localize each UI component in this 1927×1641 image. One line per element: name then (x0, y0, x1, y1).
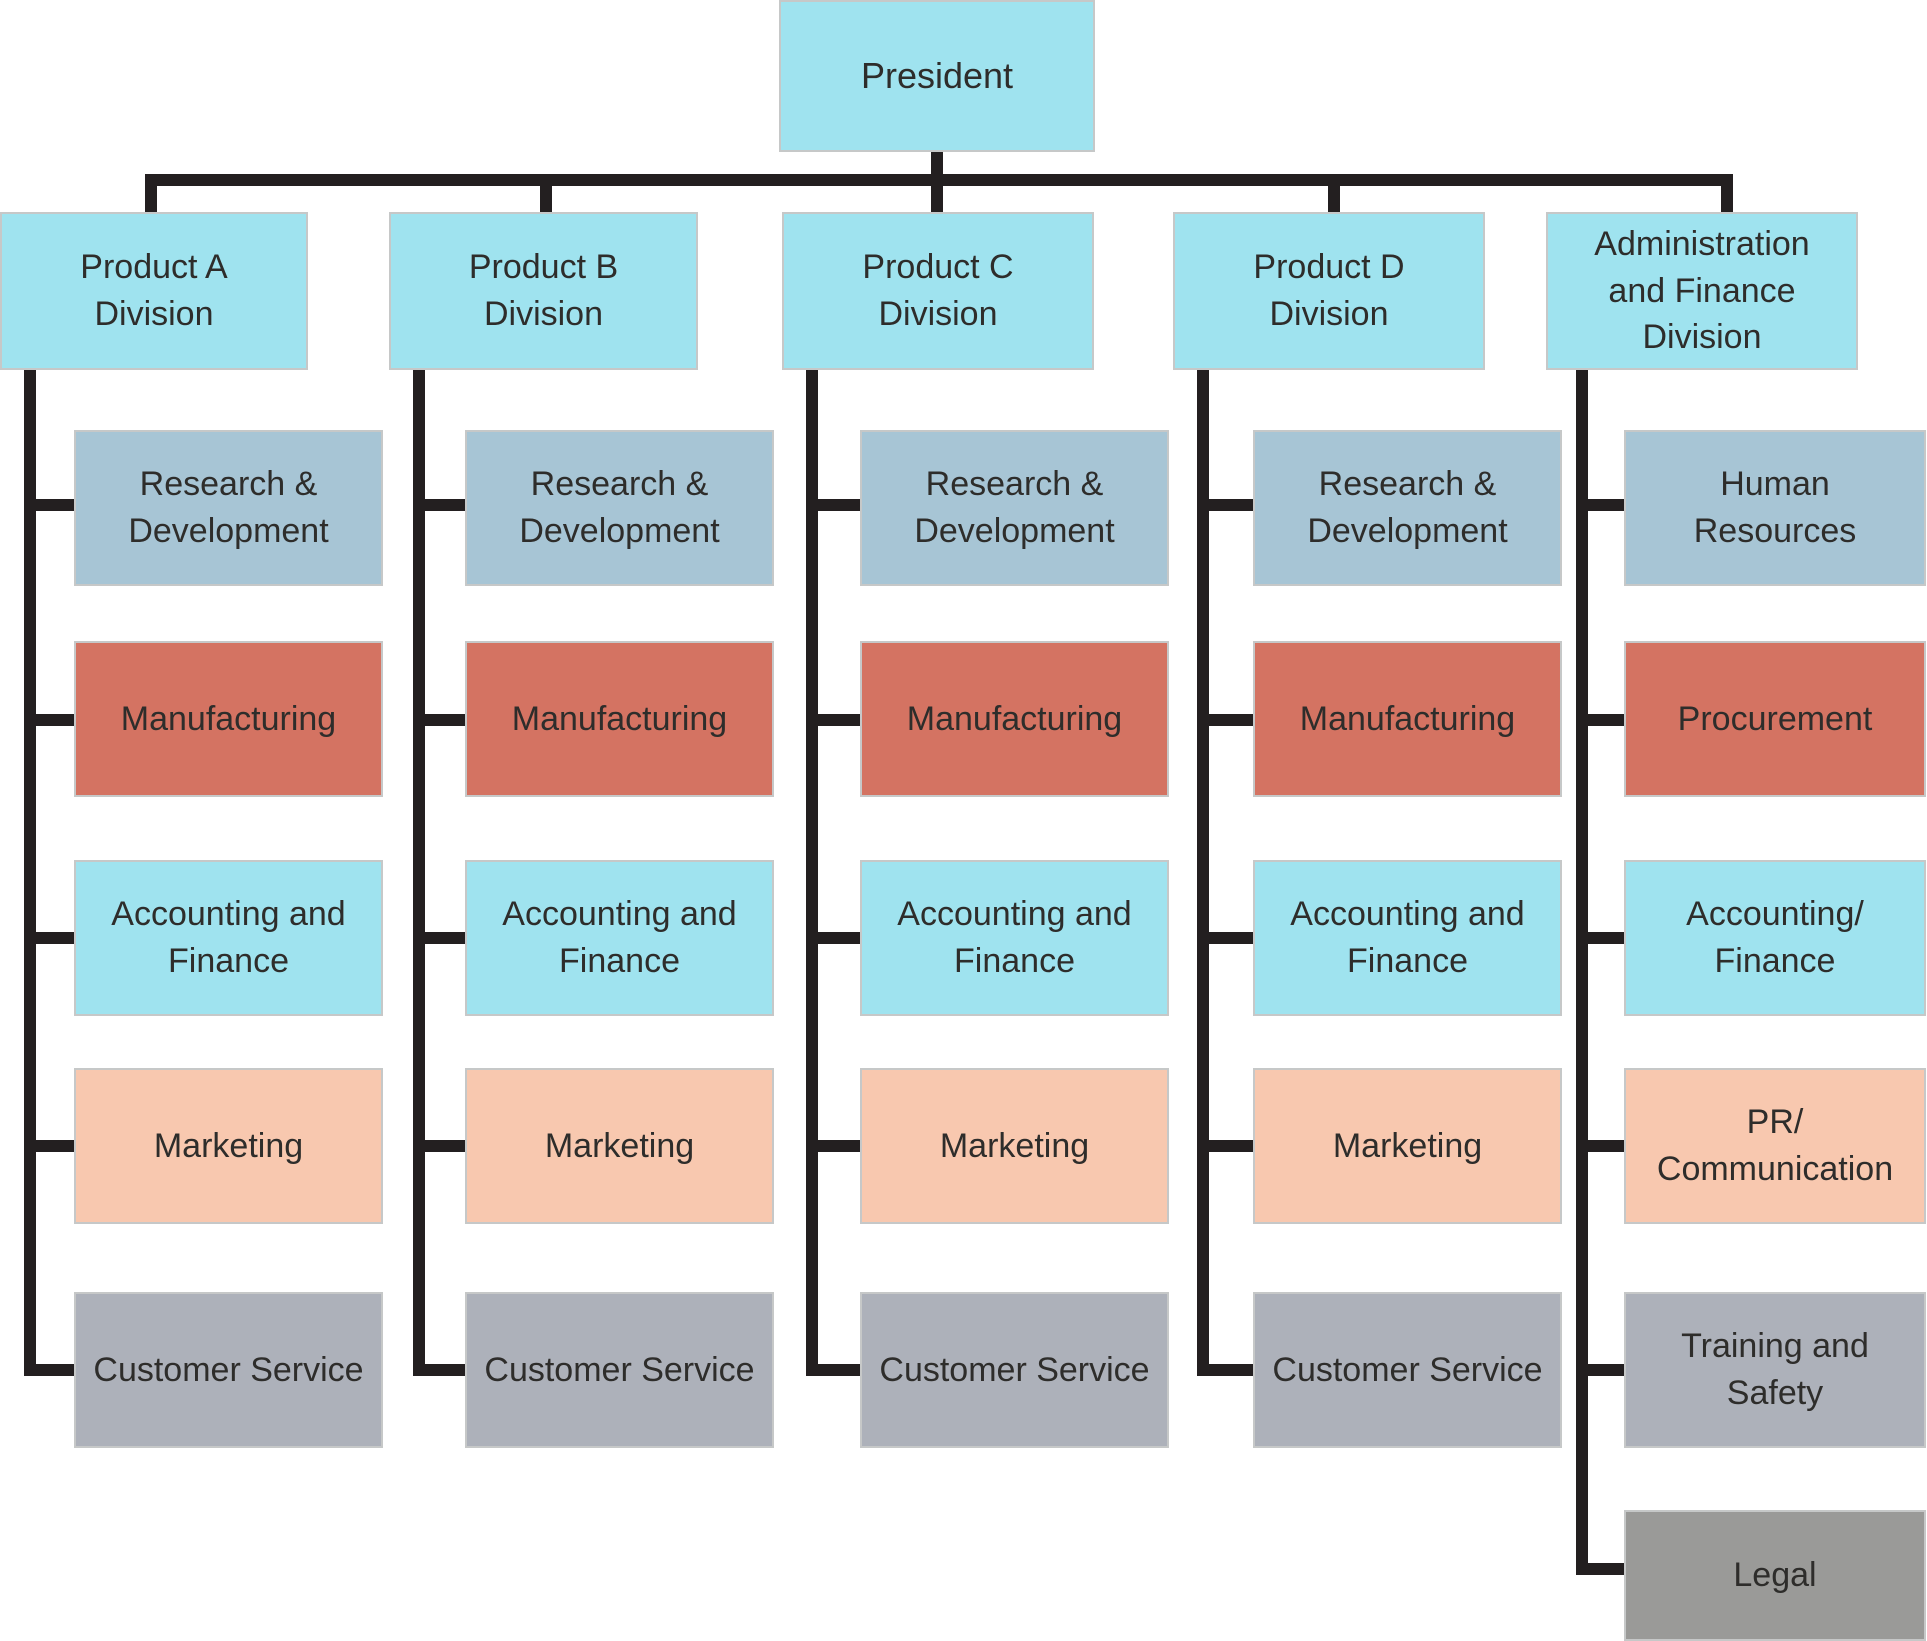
box-product-a-division: Product A Division (0, 212, 308, 370)
connector-stub-d-customer-service (1197, 1364, 1259, 1376)
box-product-b-accounting-finance: Accounting and Finance (465, 860, 774, 1016)
connector-trunk-product-c (806, 368, 818, 1376)
connector-stub-d-research (1197, 499, 1259, 511)
connector-trunk-product-b (413, 368, 425, 1376)
box-product-d-division: Product D Division (1173, 212, 1485, 370)
box-product-b-research-development: Research & Development (465, 430, 774, 586)
connector-stub-b-manufacturing (413, 714, 471, 726)
box-product-a-marketing: Marketing (74, 1068, 383, 1224)
box-product-b-manufacturing: Manufacturing (465, 641, 774, 797)
box-admin-pr-communication: PR/ Communication (1624, 1068, 1926, 1224)
connector-stub-b-customer-service (413, 1364, 471, 1376)
box-admin-human-resources: Human Resources (1624, 430, 1926, 586)
box-product-d-customer-service: Customer Service (1253, 1292, 1562, 1448)
connector-trunk-product-a (24, 368, 36, 1376)
connector-drop-product-c (931, 180, 943, 214)
box-admin-procurement: Procurement (1624, 641, 1926, 797)
connector-stub-a-accounting (24, 932, 80, 944)
box-admin-accounting-finance: Accounting/ Finance (1624, 860, 1926, 1016)
connector-stub-admin-human-resources (1576, 499, 1636, 511)
box-product-c-accounting-finance: Accounting and Finance (860, 860, 1169, 1016)
box-product-a-accounting-finance: Accounting and Finance (74, 860, 383, 1016)
connector-trunk-product-d (1197, 368, 1209, 1376)
connector-stub-c-research (806, 499, 866, 511)
connector-stub-c-accounting (806, 932, 866, 944)
box-president: President (779, 0, 1095, 152)
box-admin-finance-division: Administration and Finance Division (1546, 212, 1858, 370)
box-product-a-customer-service: Customer Service (74, 1292, 383, 1448)
box-product-a-manufacturing: Manufacturing (74, 641, 383, 797)
connector-stub-admin-pr (1576, 1140, 1636, 1152)
connector-drop-product-b (540, 180, 552, 214)
box-product-c-marketing: Marketing (860, 1068, 1169, 1224)
connector-stub-a-customer-service (24, 1364, 80, 1376)
connector-stub-a-manufacturing (24, 714, 80, 726)
box-product-b-customer-service: Customer Service (465, 1292, 774, 1448)
connector-stub-c-marketing (806, 1140, 866, 1152)
connector-stub-admin-accounting (1576, 932, 1636, 944)
box-admin-training-safety: Training and Safety (1624, 1292, 1926, 1448)
connector-stub-c-manufacturing (806, 714, 866, 726)
connector-drop-admin (1721, 180, 1733, 214)
box-product-b-division: Product B Division (389, 212, 698, 370)
connector-stub-b-marketing (413, 1140, 471, 1152)
box-product-c-manufacturing: Manufacturing (860, 641, 1169, 797)
connector-stub-a-research (24, 499, 80, 511)
connector-stub-admin-procurement (1576, 714, 1636, 726)
connector-stub-d-manufacturing (1197, 714, 1259, 726)
box-product-d-manufacturing: Manufacturing (1253, 641, 1562, 797)
connector-stub-c-customer-service (806, 1364, 866, 1376)
box-product-d-research-development: Research & Development (1253, 430, 1562, 586)
connector-president-stub (931, 150, 943, 176)
connector-trunk-admin (1576, 368, 1588, 1575)
connector-stub-a-marketing (24, 1140, 80, 1152)
connector-stub-admin-legal (1576, 1563, 1636, 1575)
box-admin-legal: Legal (1624, 1510, 1926, 1641)
connector-drop-product-a (145, 180, 157, 214)
connector-stub-b-accounting (413, 932, 471, 944)
connector-drop-product-d (1328, 180, 1340, 214)
box-product-b-marketing: Marketing (465, 1068, 774, 1224)
box-product-c-research-development: Research & Development (860, 430, 1169, 586)
box-product-a-research-development: Research & Development (74, 430, 383, 586)
connector-stub-d-marketing (1197, 1140, 1259, 1152)
box-product-c-customer-service: Customer Service (860, 1292, 1169, 1448)
connector-stub-b-research (413, 499, 471, 511)
connector-stub-d-accounting (1197, 932, 1259, 944)
box-product-c-division: Product C Division (782, 212, 1094, 370)
connector-stub-admin-training (1576, 1364, 1636, 1376)
box-product-d-accounting-finance: Accounting and Finance (1253, 860, 1562, 1016)
box-product-d-marketing: Marketing (1253, 1068, 1562, 1224)
